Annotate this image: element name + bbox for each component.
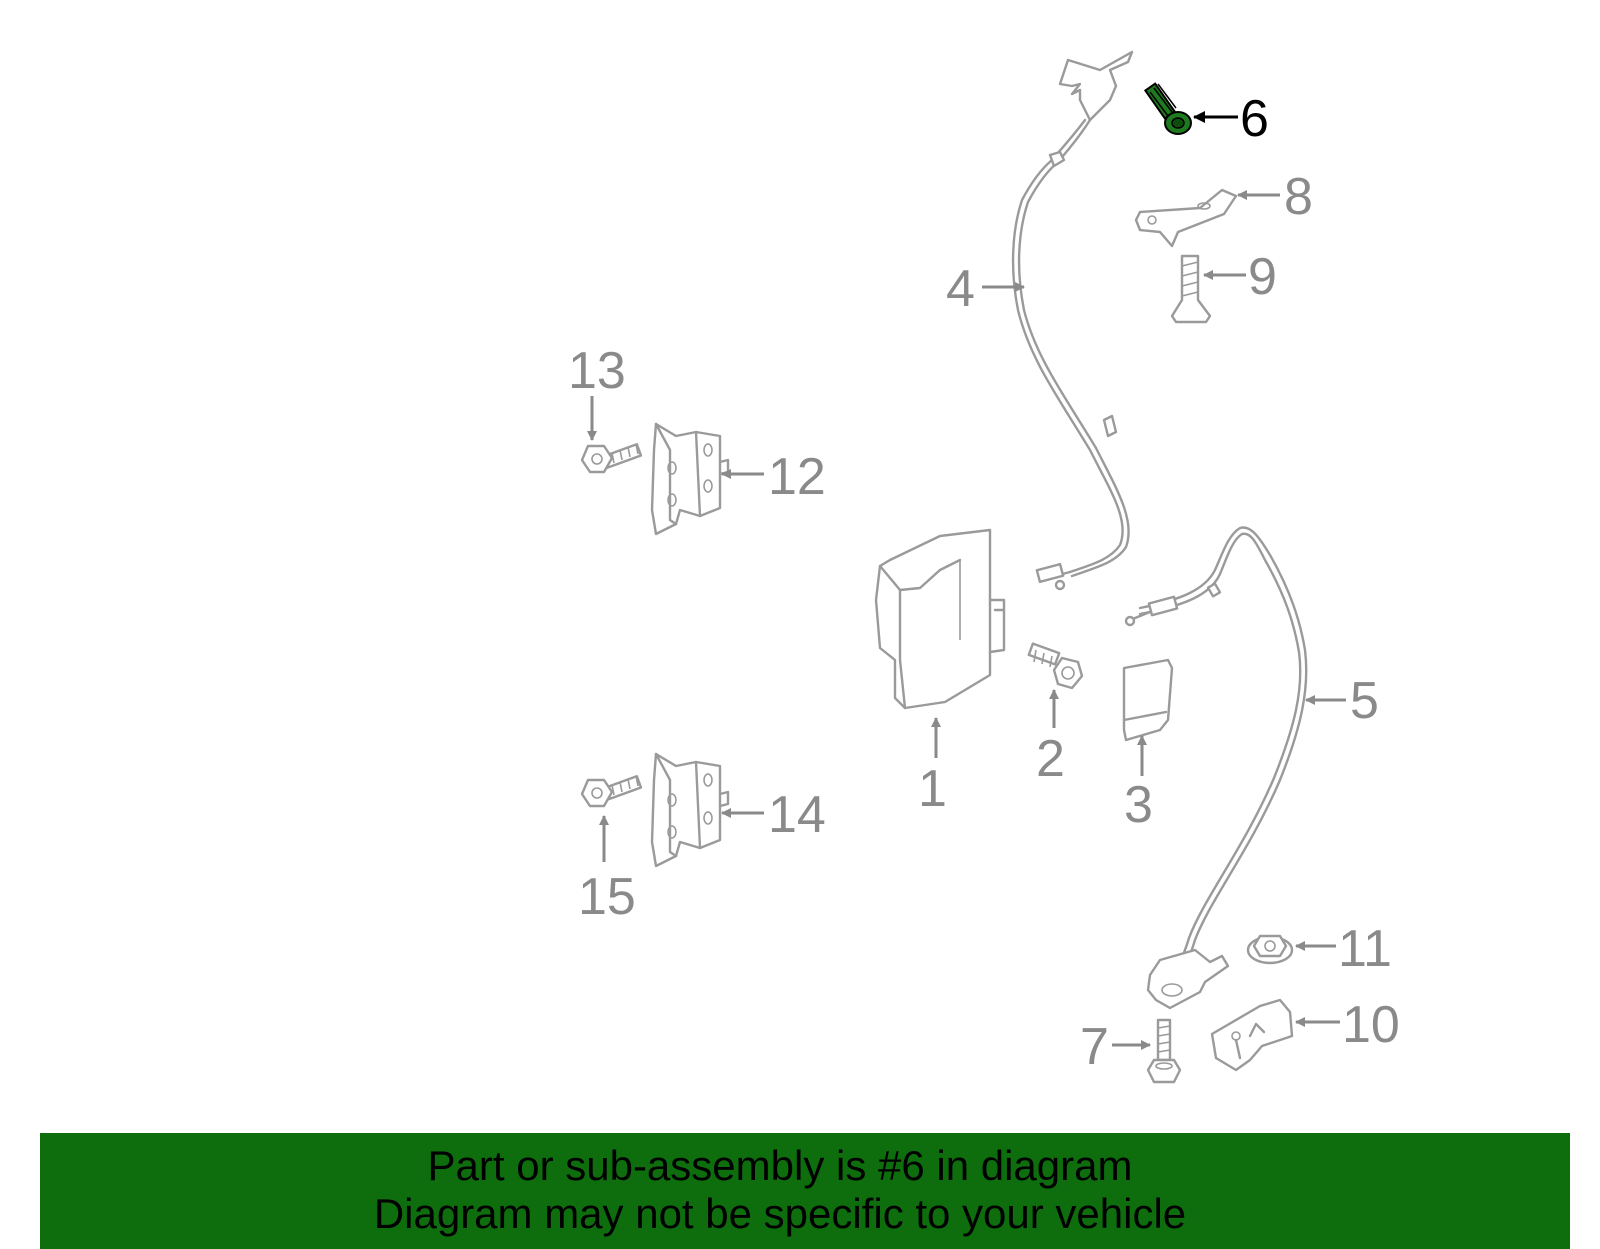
- callout-15: 15: [578, 868, 636, 926]
- callout-13: 13: [568, 342, 626, 400]
- part-4-upper-cable[interactable]: [1011, 50, 1134, 591]
- callout-12: 12: [768, 448, 826, 506]
- callout-11: 11: [1338, 920, 1392, 978]
- part-9-screw[interactable]: [1170, 254, 1212, 324]
- callout-6: 6: [1240, 90, 1269, 148]
- part-2-bolt[interactable]: [1027, 642, 1084, 690]
- part-11-nut[interactable]: [1246, 934, 1294, 965]
- part-7-bolt[interactable]: [1146, 1018, 1182, 1084]
- part-8-bracket[interactable]: [1134, 188, 1238, 248]
- banner-line-2: Diagram may not be specific to your vehi…: [373, 1190, 1187, 1237]
- callout-10: 10: [1342, 996, 1400, 1054]
- part-13-hinge-bolt[interactable]: [580, 443, 643, 474]
- callout-7: 7: [1080, 1018, 1109, 1076]
- callout-numbers: 1 2 3 4 5 6 7 8 9 10 11 12 13 14 15: [568, 90, 1400, 1076]
- callout-arrows: [587, 111, 1346, 1050]
- part-15-hinge-bolt[interactable]: [580, 775, 643, 808]
- callout-4: 4: [946, 260, 975, 318]
- part-3-cover[interactable]: [1122, 658, 1174, 742]
- info-banner: Part or sub-assembly is #6 in diagram Di…: [40, 1133, 1570, 1249]
- callout-9: 9: [1248, 248, 1277, 306]
- callout-5: 5: [1350, 672, 1379, 730]
- callout-1: 1: [918, 760, 947, 818]
- callout-2: 2: [1036, 730, 1065, 788]
- part-5-lower-cable[interactable]: [1124, 526, 1308, 1010]
- callout-8: 8: [1284, 168, 1313, 226]
- part-6-bolt-highlighted[interactable]: [1143, 82, 1192, 135]
- banner-line-1: Part or sub-assembly is #6 in diagram: [427, 1142, 1133, 1189]
- part-1-latch[interactable]: [874, 528, 1006, 710]
- callout-14: 14: [768, 786, 826, 844]
- part-12-upper-hinge[interactable]: [650, 422, 730, 536]
- callout-3: 3: [1124, 776, 1153, 834]
- part-10-striker-bracket[interactable]: [1210, 998, 1294, 1072]
- part-14-lower-hinge[interactable]: [650, 752, 730, 868]
